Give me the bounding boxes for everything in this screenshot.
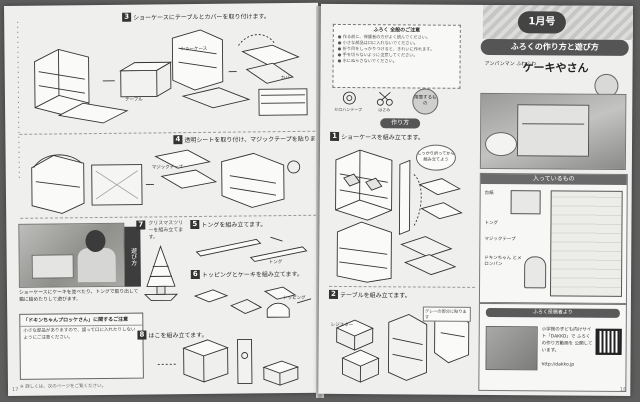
christmas-tree-illustration bbox=[140, 242, 181, 302]
scissors-icon bbox=[374, 90, 396, 106]
label-cover: カバー bbox=[280, 75, 295, 82]
label-topping: トッピング bbox=[283, 295, 306, 302]
step-2-caption: テーブルを組み立てます。 bbox=[339, 291, 411, 300]
right-page: 1月号 ふろくの作り方と遊び方 アンパンマン ふわふわ ケーキやさん ふろく 全… bbox=[318, 3, 633, 396]
box-illustration bbox=[147, 333, 318, 389]
showcase-drawing-b bbox=[118, 29, 251, 109]
topping-cake-illustration bbox=[191, 281, 317, 324]
label-tong: トング bbox=[268, 260, 283, 266]
step-1-illustration bbox=[329, 144, 476, 285]
play-instructions-text: ショーケースにケーキを並べたり、トングで取り出して箱に詰めたりして遊びます。 bbox=[18, 289, 139, 303]
howto-section-tab: 作り方 bbox=[380, 118, 421, 129]
included-items-box: 入っているもの 台紙 トング マジックテープ ドキンちゃん とメロンパン bbox=[478, 172, 628, 304]
step-7-number: 7 bbox=[136, 220, 146, 230]
photo-showcase-shape bbox=[516, 104, 590, 157]
showcase-drawing-c bbox=[238, 34, 308, 116]
child-playing-photo bbox=[18, 222, 125, 288]
tool-label-tape: セロハンテープ bbox=[334, 106, 363, 113]
step-1-number: 1 bbox=[330, 131, 340, 141]
issue-month-badge: 1月号 bbox=[517, 11, 566, 34]
photo-child-body bbox=[77, 247, 116, 283]
label-showcase: ショーケース bbox=[180, 46, 208, 53]
showcase-drawing-a bbox=[34, 48, 129, 124]
included-items-title: 入っているもの bbox=[480, 173, 627, 185]
included-item-dokin-melonpan: ドキンちゃん とメロンパン bbox=[484, 255, 522, 268]
page-title: ふろくの作り方と遊び方 bbox=[480, 38, 629, 56]
board-sheet-shape bbox=[510, 190, 541, 215]
dokin-notice-box: 「ドキンちゃんプロッケさん」に関するご注意 小さな部品がありますので、誤って口に… bbox=[19, 312, 144, 380]
product-title: ケーキやさん bbox=[522, 61, 589, 75]
qr-url-link[interactable]: http://dakko.jp bbox=[541, 362, 575, 368]
label-register: レジスター bbox=[330, 322, 354, 329]
qr-box-text: 小学館の子ども向けサイト「DAKKO」で ふろくの作り方動画を 公開しています。 bbox=[541, 327, 593, 354]
step-3-illustration bbox=[22, 25, 313, 132]
step-4-illustration bbox=[25, 145, 316, 216]
required-items-badge: 用意するもの bbox=[412, 88, 439, 115]
photo-speech-bubble bbox=[484, 131, 518, 157]
tool-label-scissors: はさみ bbox=[378, 107, 391, 113]
step-8-number: 8 bbox=[137, 330, 147, 340]
dokin-notice-text: 小さな部品がありますので、誤って口に入れたりしないようにご注意ください。 bbox=[23, 327, 136, 341]
qr-code-icon[interactable] bbox=[595, 328, 622, 355]
step-1-caption: ショーケースを組み立てます。 bbox=[341, 133, 424, 142]
included-item-magic-tape: マジックテープ bbox=[484, 236, 516, 243]
step-2-illustration bbox=[328, 302, 475, 389]
label-gray-area-note: グレーの部分に貼ります bbox=[422, 306, 471, 322]
step-3-caption: ショーケースにテーブルとカバーを取り付けます。 bbox=[133, 13, 270, 22]
die-cut-sheet-shape bbox=[549, 190, 623, 297]
right-page-number: 18 bbox=[619, 386, 627, 393]
label-table: テーブル bbox=[124, 97, 143, 103]
caution-line: ● 水にぬらさないでください。 bbox=[337, 57, 397, 64]
step-4-caption: 透明シートを取り付け、マジックテープを貼ります。 bbox=[184, 135, 328, 145]
play-section-tab: 遊び方 bbox=[124, 226, 141, 287]
character-figure-shape bbox=[524, 256, 547, 289]
qr-box-title: ふろく投稿者より bbox=[485, 307, 620, 318]
photo-toy-shape bbox=[31, 254, 74, 279]
included-item-board: 台紙 bbox=[484, 190, 494, 197]
label-magic-tape: マジックテープ bbox=[151, 165, 183, 171]
general-caution-box: ふろく 全般のご注意 ● 作る前に、保護者の方がよく読んでください。 ● 小さな… bbox=[332, 23, 461, 89]
product-photo bbox=[479, 92, 627, 170]
tong-illustration bbox=[190, 231, 316, 268]
left-page-footer-note: ※ 詳しくは、次のページをご覧ください。 bbox=[19, 383, 107, 390]
step-6-caption: トッピングとケーキを組み立てます。 bbox=[201, 270, 303, 279]
step-5-caption: トングを組み立てます。 bbox=[201, 221, 267, 229]
photo-child-head bbox=[85, 229, 106, 253]
step-2-number: 2 bbox=[328, 289, 339, 299]
step-4-number: 4 bbox=[173, 135, 183, 145]
step-5-number: 5 bbox=[190, 219, 200, 230]
included-item-tong: トング bbox=[484, 220, 498, 227]
step-6-number: 6 bbox=[190, 269, 200, 280]
qr-box-photo bbox=[485, 325, 538, 371]
step-3-number: 3 bbox=[122, 12, 132, 22]
step-7-heading: 7 bbox=[136, 220, 147, 230]
step-7-caption: クリスマスツリーを組み立てます。 bbox=[148, 220, 184, 241]
required-tools: セロハンテープ はさみ bbox=[334, 90, 454, 113]
left-page-number: 17 bbox=[11, 386, 19, 393]
divider-right-1 bbox=[329, 285, 476, 288]
tape-icon bbox=[338, 90, 360, 106]
qr-info-box: ふろく投稿者より 小学館の子ども向けサイト「DAKKO」で ふろくの作り方動画を… bbox=[478, 302, 627, 392]
